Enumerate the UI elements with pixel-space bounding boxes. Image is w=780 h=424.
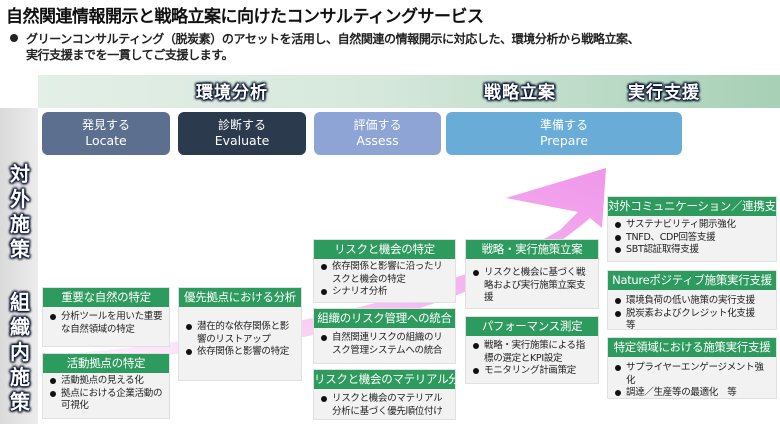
card-list-item: リスクと機会に基づく戦略および実行施策立案支援: [472, 267, 594, 305]
side-label-char: 対: [10, 162, 30, 186]
page-title: 自然関連情報開示と戦略立案に向けたコンサルティングサービス: [6, 7, 484, 27]
card-title: パフォーマンス測定: [466, 317, 598, 336]
card-performance: パフォーマンス測定 戦略・実行施策による指標の選定とKPI設定モニタリング計画策…: [465, 316, 599, 384]
card-list-item: 戦略・実行施策による指標の選定とKPI設定: [472, 340, 594, 365]
side-column: [0, 108, 38, 424]
card-list-item: シナリオ分析: [320, 286, 451, 299]
card-list-item: 依存関係と影響の特定: [185, 346, 297, 359]
side-label-char: 組: [10, 290, 30, 314]
side-label-char: 策: [10, 390, 30, 414]
card-list-item: 分析ツールを用いた重要な自然領域の特定: [49, 311, 165, 336]
lead-text: グリーンコンサルティング（脱炭素）のアセットを活用し、自然関連の情報開示に対応し…: [10, 31, 780, 63]
card-list-item: 拠点における企業活動の可視化: [49, 388, 165, 413]
stage-label-en: Locate: [85, 133, 127, 148]
card-title: 優先拠点における分析: [179, 288, 301, 307]
card-list-item: SBT認証取得支援: [614, 244, 772, 257]
phase-execution-support: 実行支援: [628, 83, 700, 103]
stage-label-en: Evaluate: [214, 133, 270, 148]
side-label-char: 施: [10, 212, 30, 236]
card-list-item: 調達／生産等の最適化 等: [614, 387, 772, 400]
card-specific-area: 特定領域における施策実行支援 サプライヤーエンゲージメント強化調達／生産等の最適…: [607, 337, 777, 399]
card-list-item: サステナビリティ開示強化: [614, 219, 772, 232]
card-list-item: 依存関係と影響に沿ったリスクと機会の特定: [320, 261, 451, 286]
bullet-icon: [10, 34, 18, 42]
card-list-item: 活動拠点の見える化: [49, 375, 165, 388]
side-label-char: 織: [10, 315, 30, 339]
side-label-external: 対 外 施 策: [8, 162, 32, 262]
card-title: 活動拠点の特定: [43, 354, 169, 373]
card-title: 対外コミュニケーション／連携支援: [608, 197, 776, 216]
card-list-item: サプライヤーエンゲージメント強化: [614, 362, 772, 387]
card-priority-sites: 優先拠点における分析 潜在的な依存関係と影響のリストアップ依存関係と影響の特定: [178, 287, 302, 381]
card-title: リスクと機会の特定: [314, 240, 455, 259]
phase-band: [38, 75, 780, 108]
card-title: リスクと機会のマテリアル分析: [314, 370, 455, 389]
card-list-item: 脱炭素およびクレジット化支援 等: [614, 308, 772, 333]
phase-strategy-planning: 戦略立案: [484, 83, 556, 103]
stage-label-en: Prepare: [539, 133, 589, 148]
lead-line-2: 実行支援までを一貫してご支援します。: [26, 48, 234, 62]
side-label-internal: 組 織 内 施 策: [8, 290, 32, 415]
card-title: Natureポジティブ施策実行支援: [608, 271, 776, 290]
stage-label-jp: 診断する: [217, 118, 266, 132]
card-list-item: 潜在的な依存関係と影響のリストアップ: [185, 321, 297, 346]
card-list-item: リスクと機会のマテリアル分析に基づく優先順位付け: [320, 393, 451, 418]
card-list-item: モニタリング計画策定: [472, 365, 594, 378]
stage-label-jp: 準備する: [539, 118, 588, 132]
card-activity-sites: 活動拠点の特定 活動拠点の見える化拠点における企業活動の可視化: [42, 353, 170, 419]
card-risk-opportunity: リスクと機会の特定 依存関係と影響に沿ったリスクと機会の特定シナリオ分析: [313, 239, 456, 303]
card-strategy: 戦略・実行施策立案 リスクと機会に基づく戦略および実行施策立案支援: [465, 239, 599, 309]
stage-label-en: Assess: [356, 133, 399, 148]
card-important-nature: 重要な自然の特定 分析ツールを用いた重要な自然領域の特定: [42, 287, 170, 347]
side-label-char: 外: [10, 187, 30, 211]
stage-label-jp: 評価する: [353, 118, 402, 132]
card-risk-management: 組織のリスク管理への統合 自然関連リスクの組織のリスク管理システムへの統合: [313, 308, 456, 364]
card-nature-positive: Natureポジティブ施策実行支援 環境負荷の低い施策の実行支援脱炭素およびクレ…: [607, 270, 777, 333]
card-title: 戦略・実行施策立案: [466, 240, 598, 259]
card-title: 組織のリスク管理への統合: [314, 309, 455, 328]
stage-label-jp: 発見する: [81, 118, 130, 132]
side-label-char: 施: [10, 365, 30, 389]
phase-environment-analysis: 環境分析: [196, 83, 268, 103]
card-title: 重要な自然の特定: [43, 288, 169, 307]
card-list-item: TNFD、CDP回答支援: [614, 232, 772, 245]
card-title: 特定領域における施策実行支援: [608, 338, 776, 357]
side-label-char: 内: [10, 340, 30, 364]
side-label-char: 策: [10, 237, 30, 261]
card-materiality: リスクと機会のマテリアル分析 リスクと機会のマテリアル分析に基づく優先順位付け: [313, 369, 456, 420]
card-list-item: 自然関連リスクの組織のリスク管理システムへの統合: [320, 332, 451, 357]
card-list-item: 環境負荷の低い施策の実行支援: [614, 295, 772, 308]
lead-line-1: グリーンコンサルティング（脱炭素）のアセットを活用し、自然関連の情報開示に対応し…: [26, 32, 640, 46]
